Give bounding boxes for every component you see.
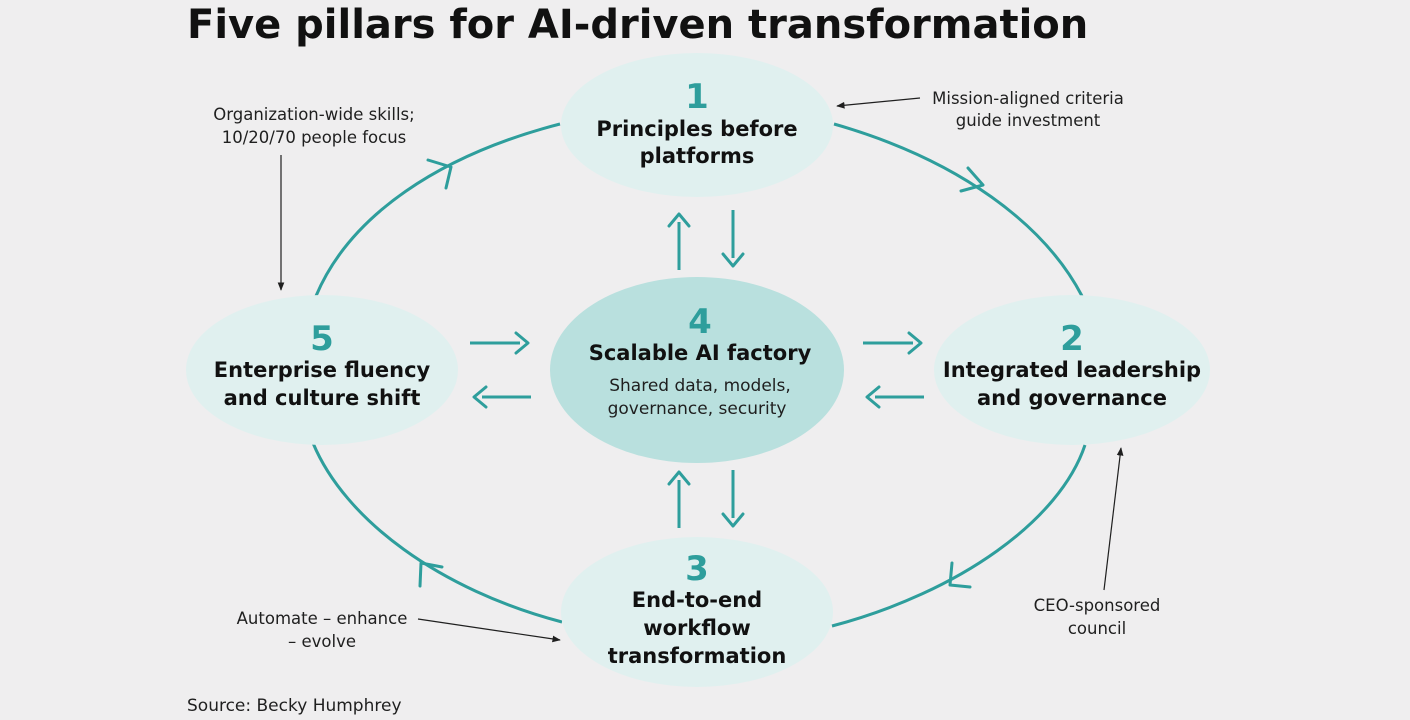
callout-automate: Automate – enhance – evolve: [237, 609, 561, 651]
pillar-4-sublabel-line2: governance, security: [608, 399, 787, 419]
cycle-chevron-top-left: [426, 158, 453, 190]
flow-arrow-1-to-4: [721, 210, 745, 268]
callout-mission: Mission-aligned criteria guide investmen…: [836, 89, 1124, 130]
cycle-chevron-bottom-right: [948, 561, 972, 589]
source-credit: Source: Becky Humphrey: [187, 696, 402, 716]
pillar-1-label-line2: platforms: [640, 144, 755, 168]
pillar-2-node: 2 Integrated leadership and governance: [934, 295, 1210, 445]
pillar-5-node: 5 Enterprise fluency and culture shift: [186, 295, 458, 445]
cycle-arc-2-to-3: [831, 444, 1087, 628]
callout-skills: Organization-wide skills; 10/20/70 peopl…: [213, 105, 415, 291]
pillar-4-node: 4 Scalable AI factory Shared data, model…: [550, 277, 844, 463]
pillar-4-number: 4: [688, 302, 712, 342]
pillar-1-number: 1: [685, 77, 709, 117]
pillar-2-label-line1: Integrated leadership: [943, 358, 1201, 382]
callout-mission-pointer: [836, 97, 921, 109]
flow-arrow-4-to-5: [472, 385, 531, 409]
pillar-3-label-line3: transformation: [608, 644, 787, 668]
pillar-3-node: 3 End-to-end workflow transformation: [561, 537, 833, 687]
callout-ceo-line2: council: [1068, 619, 1126, 638]
cycle-chevron-bottom-left: [418, 561, 444, 588]
callout-ceo-line1: CEO-sponsored: [1034, 596, 1161, 615]
cycle-arc-3-to-5: [311, 442, 563, 624]
cycle-arc-5-to-1: [314, 122, 561, 297]
cycle-arc-1-to-2: [833, 122, 1084, 297]
callout-mission-line1: Mission-aligned criteria: [932, 89, 1124, 108]
callout-skills-line1: Organization-wide skills;: [213, 105, 414, 124]
callout-mission-line2: guide investment: [956, 111, 1101, 130]
callout-skills-line2: 10/20/70 people focus: [222, 128, 407, 147]
flow-arrow-5-to-4: [470, 331, 530, 355]
pillar-5-label-line1: Enterprise fluency: [214, 358, 431, 382]
callout-automate-line1: Automate – enhance: [237, 609, 408, 628]
flow-arrow-2-to-4: [865, 385, 924, 409]
callout-automate-pointer: [417, 618, 561, 643]
pillar-2-label-line2: and governance: [977, 386, 1167, 410]
callout-ceo-pointer: [1103, 447, 1124, 591]
pillar-1-label-line1: Principles before: [596, 117, 797, 141]
pillar-3-number: 3: [685, 549, 709, 589]
flow-arrow-4-to-1: [667, 212, 691, 270]
pillar-1-node: 1 Principles before platforms: [561, 53, 833, 197]
pillar-5-number: 5: [310, 319, 334, 359]
pillar-3-label-line2: workflow: [643, 616, 751, 640]
pillar-3-label-line1: End-to-end: [632, 588, 762, 612]
flow-arrow-4-to-2: [863, 331, 923, 355]
pillar-5-label-line2: and culture shift: [224, 386, 421, 410]
pillar-2-number: 2: [1060, 319, 1084, 359]
callout-ceo: CEO-sponsored council: [1034, 447, 1161, 638]
pillar-4-sublabel-line1: Shared data, models,: [609, 376, 791, 396]
cycle-chevron-top-right: [959, 166, 985, 193]
page-title: Five pillars for AI-driven transformatio…: [187, 2, 1088, 48]
flow-arrow-4-to-3: [721, 470, 745, 528]
pillar-4-label: Scalable AI factory: [589, 341, 812, 365]
flow-arrow-3-to-4: [667, 470, 691, 528]
callout-automate-line2: – evolve: [288, 632, 356, 651]
